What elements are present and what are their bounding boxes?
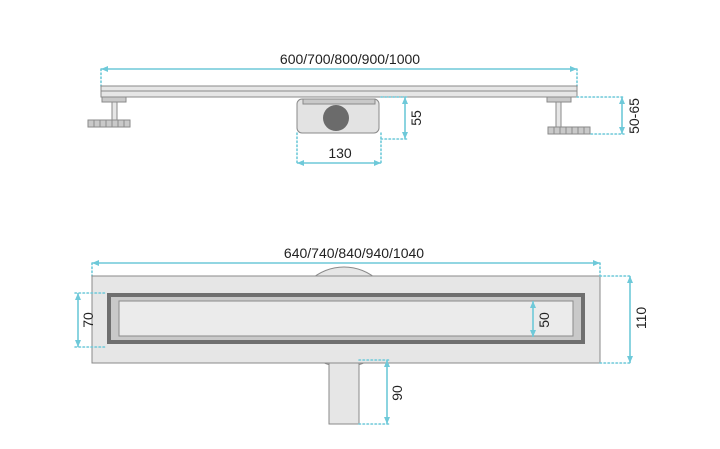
overall-width-label: 110: [633, 307, 649, 330]
left-leveling-foot: [87, 96, 131, 128]
top-length-dimension: [91, 260, 601, 277]
outlet-width-label: 130: [328, 145, 352, 161]
grate-width-label: 50: [536, 312, 552, 328]
overall-width-dimension: [599, 275, 633, 364]
side-view: 600/700/800/900/1000: [87, 51, 642, 166]
right-leveling-foot: [546, 96, 591, 135]
outlet-depth-dimension: [380, 96, 408, 140]
drain-grate: [118, 300, 574, 337]
channel-width-dimension: [74, 292, 108, 348]
channel-width-label: 70: [80, 312, 96, 328]
side-outlet-box: [296, 98, 380, 134]
top-view: 640/740/840/940/1040 70 50: [74, 245, 649, 425]
top-length-label: 640/740/840/940/1040: [284, 245, 424, 261]
outlet-depth-label: 55: [408, 110, 424, 126]
total-height-label: 50-65: [626, 98, 642, 134]
side-length-label: 600/700/800/900/1000: [280, 51, 420, 67]
total-height-dimension: [576, 96, 625, 135]
outlet-pipe: [328, 359, 360, 425]
outlet-pipe-label: 90: [389, 385, 405, 401]
side-length-dimension: [100, 66, 578, 87]
outlet-width-dimension: [296, 132, 382, 166]
grate-width-dimension: [530, 301, 536, 337]
outlet-pipe-dimension: [358, 359, 391, 425]
